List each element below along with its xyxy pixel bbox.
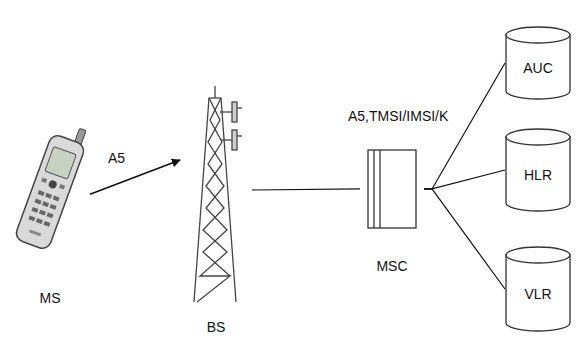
- cylinder-top: [506, 27, 570, 43]
- node-label: HLR: [524, 167, 552, 183]
- node-label: AUC: [523, 60, 553, 76]
- cylinder-top: [506, 247, 570, 263]
- tower-illustration: [194, 86, 242, 302]
- cylinder-body: [506, 136, 570, 211]
- link-line: [424, 170, 505, 189]
- phone-illustration: [14, 120, 91, 251]
- node-label: VLR: [524, 286, 551, 302]
- parameter-label: A5,TMSI/IMSI/K: [346, 108, 450, 124]
- cylinder-body: [506, 254, 570, 331]
- link-line: [90, 160, 180, 194]
- network-element: BS: [180, 85, 252, 335]
- node-label: BS: [207, 319, 226, 335]
- network-element: MS: [10, 110, 90, 306]
- link-line: [424, 63, 505, 189]
- node-label: MSC: [376, 258, 407, 274]
- database-cylinder: HLR: [505, 128, 571, 212]
- database-cylinder: AUC: [505, 26, 571, 100]
- database-cylinder: VLR: [505, 246, 571, 332]
- cylinder-top: [506, 129, 570, 145]
- cylinder-body: [506, 34, 570, 99]
- network-element: MSC: [360, 148, 424, 274]
- link-line: [424, 189, 505, 289]
- link-label: A5: [106, 150, 127, 166]
- switch-box: [368, 150, 416, 228]
- link-line: [252, 189, 360, 190]
- node-label: MS: [40, 290, 61, 306]
